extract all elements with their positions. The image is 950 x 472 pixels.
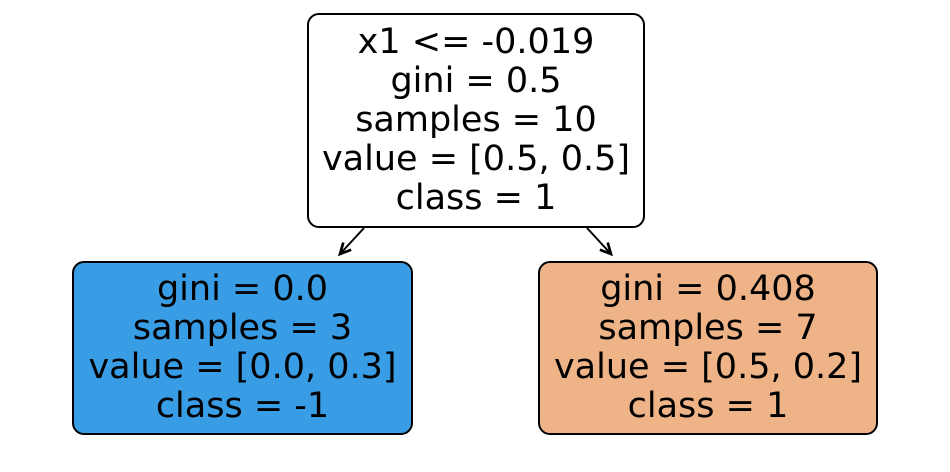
node-value-distribution: value = [0.5, 0.2] [553, 347, 863, 387]
tree-node-root: x1 <= -0.019 gini = 0.5 samples = 10 val… [307, 13, 645, 228]
node-split-condition: x1 <= -0.019 [357, 22, 595, 62]
node-samples-value: samples = 7 [598, 308, 818, 348]
edge-root-to-right-leaf [586, 227, 611, 254]
tree-node-left-leaf: gini = 0.0 samples = 3 value = [0.0, 0.3… [72, 261, 413, 435]
node-gini-value: gini = 0.0 [156, 269, 329, 309]
node-samples-value: samples = 10 [355, 100, 597, 140]
node-value-distribution: value = [0.5, 0.5] [321, 139, 631, 179]
node-class-label: class = 1 [627, 386, 789, 426]
edge-root-to-left-leaf [340, 227, 365, 254]
node-class-label: class = -1 [155, 386, 330, 426]
node-samples-value: samples = 3 [132, 308, 353, 348]
node-gini-value: gini = 0.5 [390, 61, 562, 101]
node-class-label: class = 1 [395, 178, 557, 218]
node-value-distribution: value = [0.0, 0.3] [88, 347, 397, 387]
node-gini-value: gini = 0.408 [600, 269, 816, 309]
tree-node-right-leaf: gini = 0.408 samples = 7 value = [0.5, 0… [538, 261, 878, 435]
